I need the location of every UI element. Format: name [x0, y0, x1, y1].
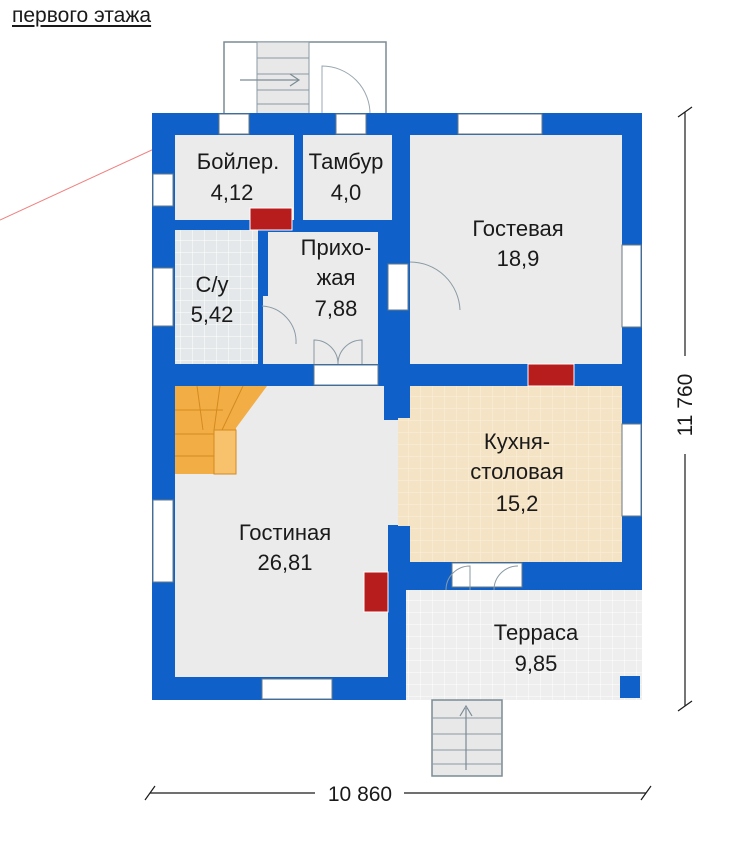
- chimneys: [249, 207, 575, 613]
- hall-name-1: Прихо-: [301, 235, 372, 260]
- living-area: 26,81: [257, 550, 312, 575]
- terrace-area: 9,85: [515, 651, 558, 676]
- guest-floor: [410, 135, 622, 364]
- hall-area: 7,88: [315, 296, 358, 321]
- terrace-steps: [431, 699, 503, 777]
- guest-area: 18,9: [497, 246, 540, 271]
- kitchen-name-1: Кухня-: [484, 429, 550, 454]
- height-dimension: [677, 106, 693, 712]
- tambur-area: 4,0: [331, 180, 362, 205]
- pointer-line: [0, 136, 181, 221]
- kitchen-area: 15,2: [496, 491, 539, 516]
- living-name: Гостиная: [239, 520, 331, 545]
- bath-floor: [175, 230, 258, 364]
- door-swings: [261, 261, 519, 591]
- terrace-floor: [406, 590, 642, 700]
- width-dimension: [144, 785, 652, 801]
- terrace-name: Терраса: [494, 620, 579, 645]
- height-label: 11 760: [674, 374, 697, 437]
- boiler-area: 4,12: [211, 180, 254, 205]
- terrace-post: [620, 676, 640, 698]
- tambur-floor: [303, 135, 392, 220]
- tambur-name: Тамбур: [309, 149, 384, 174]
- boiler-name: Бойлер.: [197, 149, 279, 174]
- plan-caption: первого этажа: [12, 4, 152, 27]
- hall-floor: [263, 232, 378, 364]
- windows: [152, 113, 642, 700]
- width-label: 10 860: [328, 783, 392, 806]
- hall-name-2: жая: [317, 265, 356, 290]
- bath-name: С/у: [196, 272, 229, 297]
- guest-name: Гостевая: [472, 216, 563, 241]
- kitchen-name-2: столовая: [470, 459, 564, 484]
- interior-stair: [175, 385, 267, 475]
- entrance-steps: [223, 41, 387, 116]
- kitchen-floor-ext: [398, 418, 422, 526]
- bath-area: 5,42: [191, 302, 234, 327]
- kitchen-floor: [410, 386, 622, 562]
- boiler-floor: [175, 135, 294, 220]
